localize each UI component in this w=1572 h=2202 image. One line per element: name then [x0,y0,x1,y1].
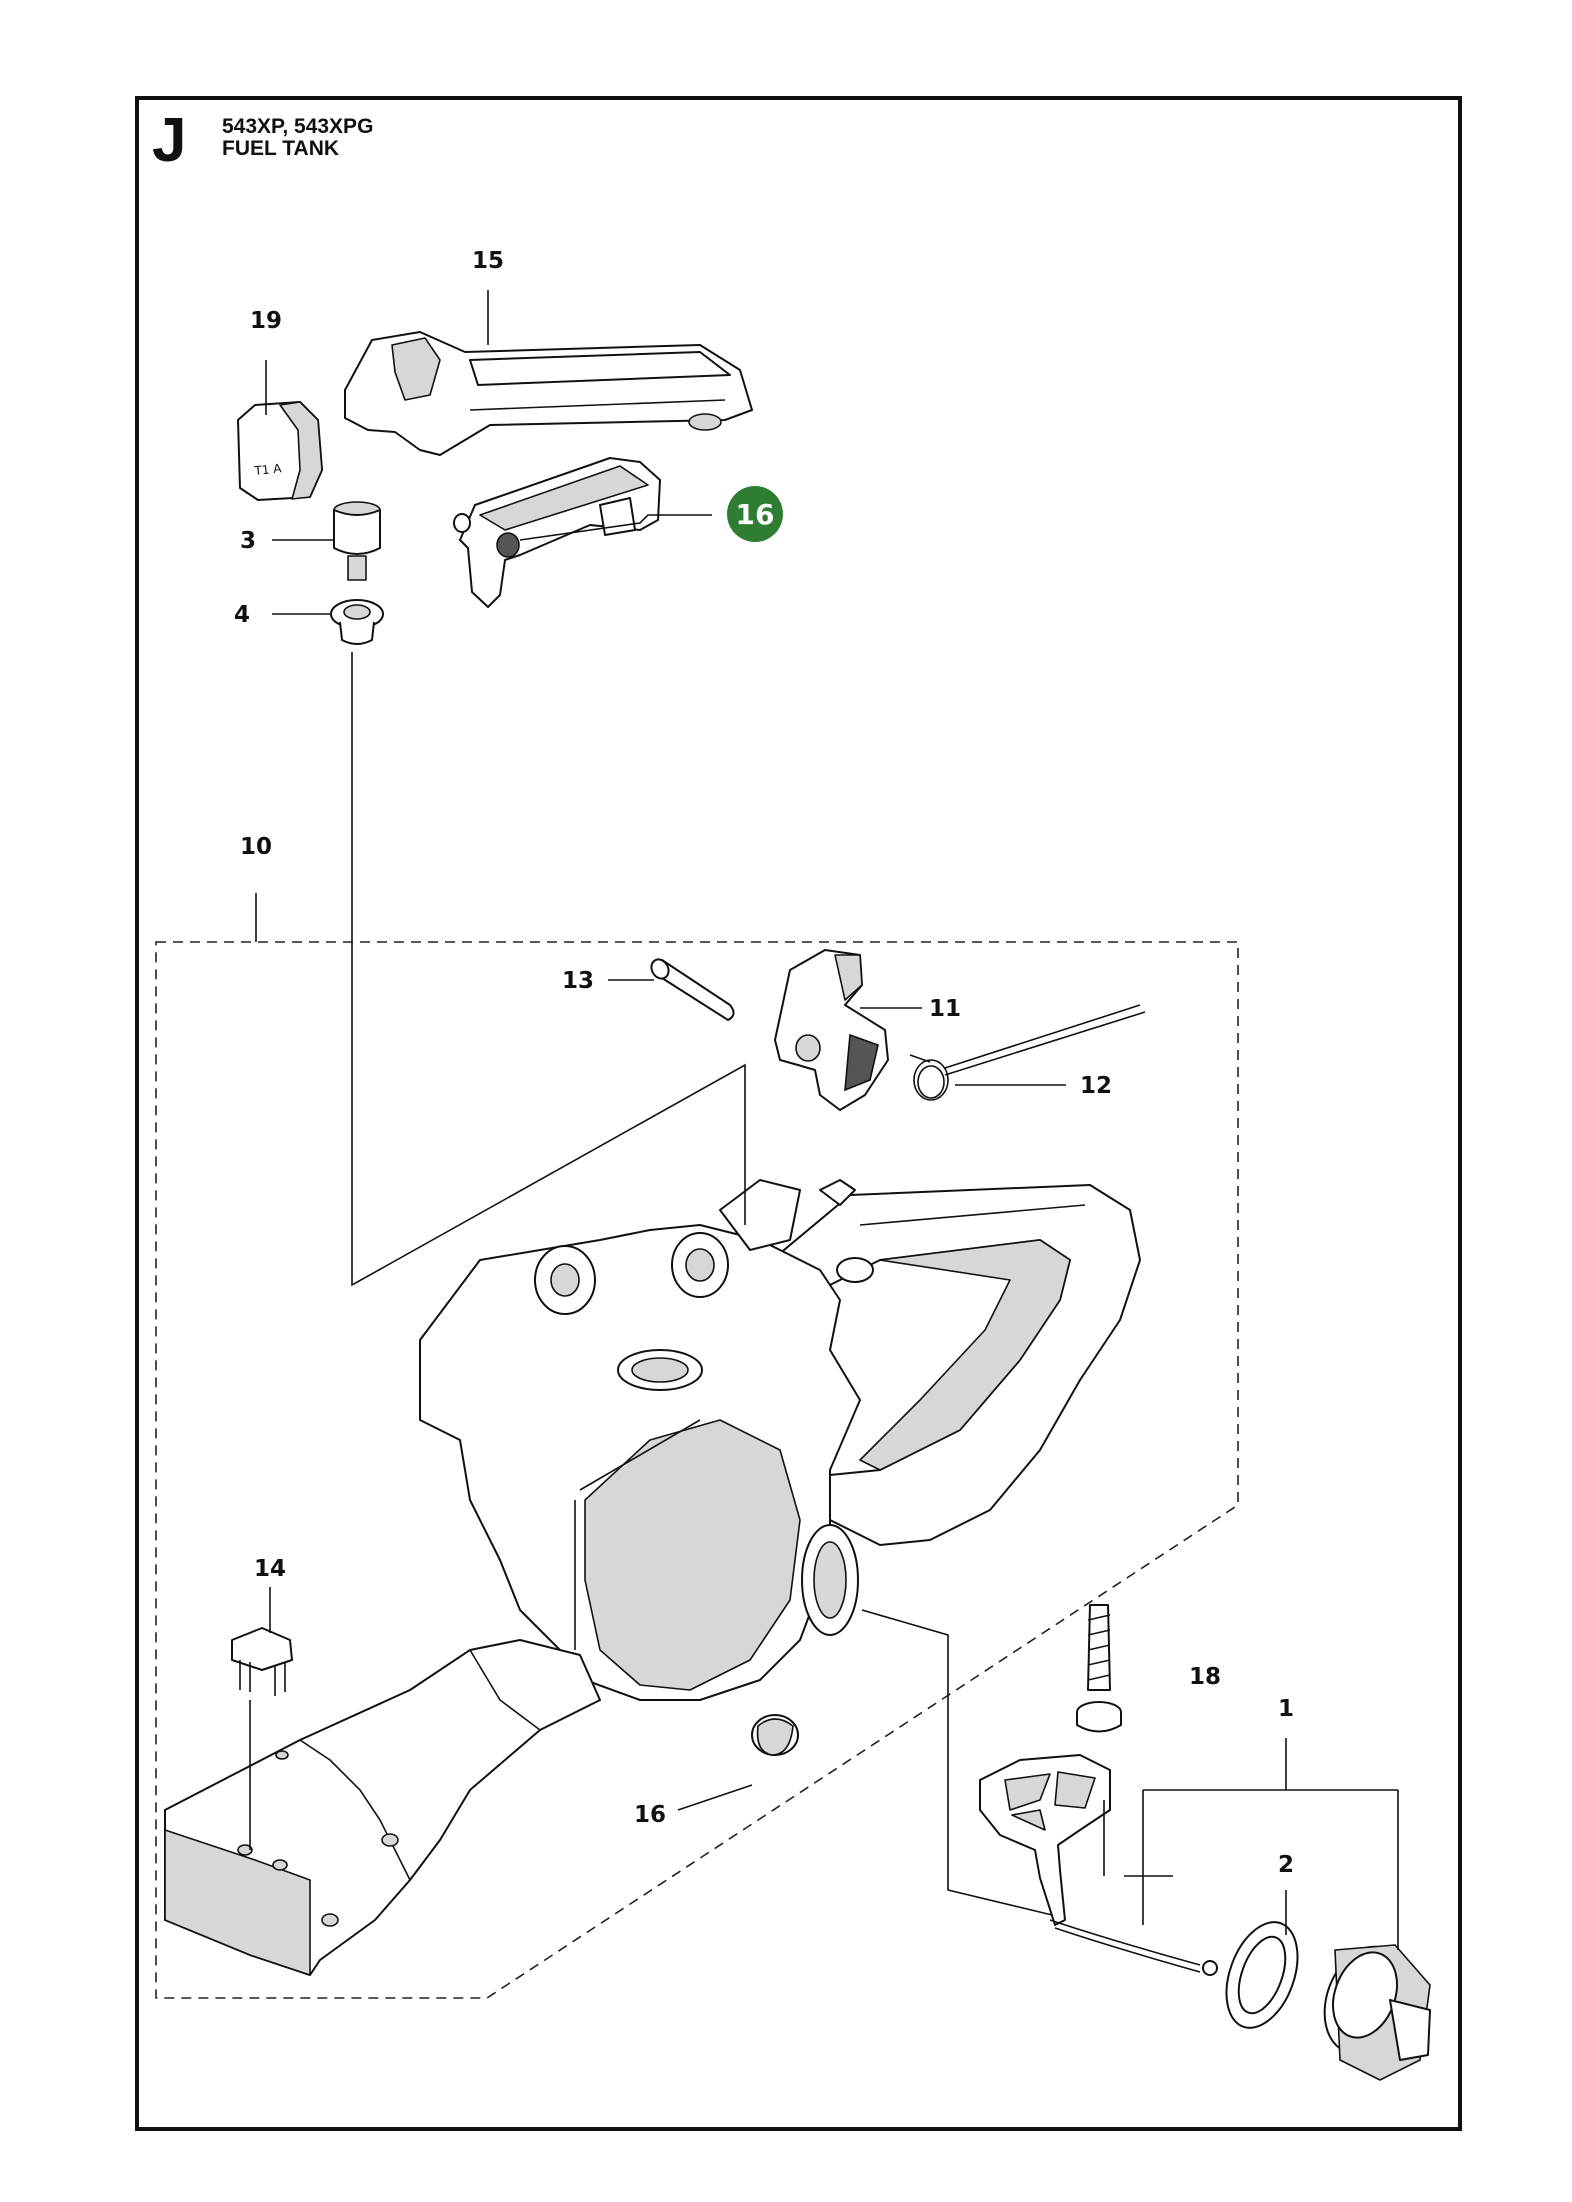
section-letter: J [152,106,187,175]
callout-3: 3 [240,528,256,554]
part-4-grommet[interactable] [330,599,384,645]
part-18-screw[interactable] [1076,1604,1122,1733]
callout-16-label: 16 [736,498,775,531]
header-text: 543XP, 543XPG FUEL TANK [222,115,374,161]
model-numbers: 543XP, 543XPG [222,115,374,138]
part-10-group-outline [155,941,1239,1999]
callout-12: 12 [1080,1073,1112,1099]
part-11-throttle-trigger[interactable] [774,949,889,1111]
part-16-trigger[interactable] [453,457,661,608]
part-3-plug[interactable] [333,501,381,581]
svg-text:T1 A: T1 A [253,461,283,478]
part-13-pin[interactable] [648,956,735,1021]
callout-14: 14 [254,1556,286,1582]
callout-19: 19 [250,308,282,334]
part-10-fuel-tank[interactable] [164,1179,1141,1976]
fuel-cap[interactable] [1310,1935,1431,2081]
part-12-spring[interactable] [909,1004,1146,1101]
callout-17: 15 [472,248,504,274]
part-19-cap[interactable]: T1 A [237,401,323,501]
part-1-fuel-filter-assembly[interactable] [979,1754,1218,1976]
callout-1: 1 [1278,1696,1294,1722]
section-title: FUEL TANK [222,137,340,161]
leader-lines [249,290,1399,1950]
callout-18: 18 [1189,1664,1221,1690]
callout-16-highlight[interactable]: 16 [727,486,783,542]
part-17-handle-cover[interactable] [344,331,753,456]
part-14-dual-pin[interactable] [231,1627,293,1696]
diagram-frame [135,96,1462,2131]
callout-11: 11 [929,996,961,1022]
callout-labels: 15 19 3 4 10 13 11 12 14 16 18 1 2 [234,248,1294,1878]
callout-15: 16 [634,1802,666,1828]
callout-4: 4 [234,602,250,628]
callout-2: 2 [1278,1852,1294,1878]
part-15-plug[interactable] [751,1714,799,1756]
part-2-washer[interactable] [1213,1912,1311,2037]
callout-13: 13 [562,968,594,994]
callout-10: 10 [240,834,272,860]
